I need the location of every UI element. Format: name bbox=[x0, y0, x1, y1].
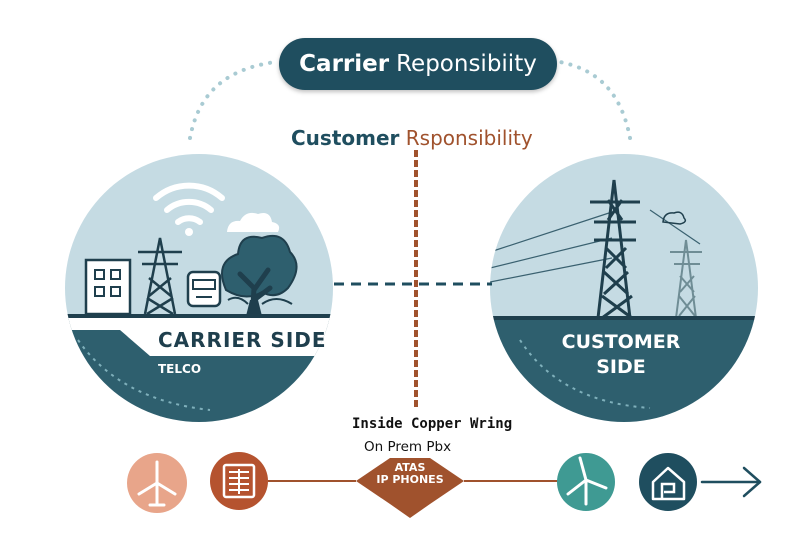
house-icon bbox=[639, 453, 697, 511]
power-tower-icon bbox=[590, 179, 640, 320]
dotted-arc-left bbox=[188, 60, 277, 140]
atas-label: ATAS IP PHONES bbox=[356, 462, 464, 486]
tower-icon bbox=[138, 237, 182, 316]
carrier-side-circle bbox=[65, 154, 333, 422]
pill-bold-text: Carrier bbox=[299, 51, 390, 77]
inside-copper-wiring-label: Inside Copper Wring bbox=[352, 416, 513, 432]
atas-line1: ATAS bbox=[394, 461, 426, 474]
carrier-responsibility-pill: Carrier Reponsibiity bbox=[279, 38, 557, 90]
atas-diamond bbox=[356, 458, 464, 504]
customer-side-label: CUSTOMER SIDE bbox=[546, 330, 696, 380]
building-icon bbox=[84, 258, 132, 316]
customer-responsibility-heading: Customer Rsponsibility bbox=[291, 126, 533, 150]
power-tower-icon bbox=[670, 239, 702, 319]
cloud-icon bbox=[227, 212, 280, 232]
dotted-arc-right bbox=[558, 60, 632, 140]
pill-rest-text: Reponsibiity bbox=[396, 51, 537, 77]
carrier-side-label: CARRIER SIDE bbox=[158, 328, 327, 352]
customer-responsibility-bold: Customer bbox=[291, 126, 400, 150]
wifi-icon bbox=[153, 182, 225, 236]
atas-line2: IP PHONES bbox=[376, 473, 444, 486]
customer-side-line2: SIDE bbox=[596, 356, 646, 378]
customer-side-line1: CUSTOMER bbox=[561, 331, 681, 353]
meter-icon bbox=[186, 270, 222, 308]
customer-responsibility-rest: Rsponsibility bbox=[405, 126, 533, 150]
customer-side-circle bbox=[490, 154, 758, 422]
on-prem-pbx-label: On Prem Pbx bbox=[364, 439, 452, 455]
telco-label: TELCO bbox=[158, 362, 202, 376]
panel-icon bbox=[210, 452, 268, 510]
cloud-icon bbox=[662, 211, 687, 225]
wind-turbine-icon bbox=[127, 453, 187, 513]
arrow-right-icon bbox=[700, 466, 762, 498]
wind-turbine-icon bbox=[557, 453, 615, 511]
tree-icon bbox=[221, 234, 298, 323]
